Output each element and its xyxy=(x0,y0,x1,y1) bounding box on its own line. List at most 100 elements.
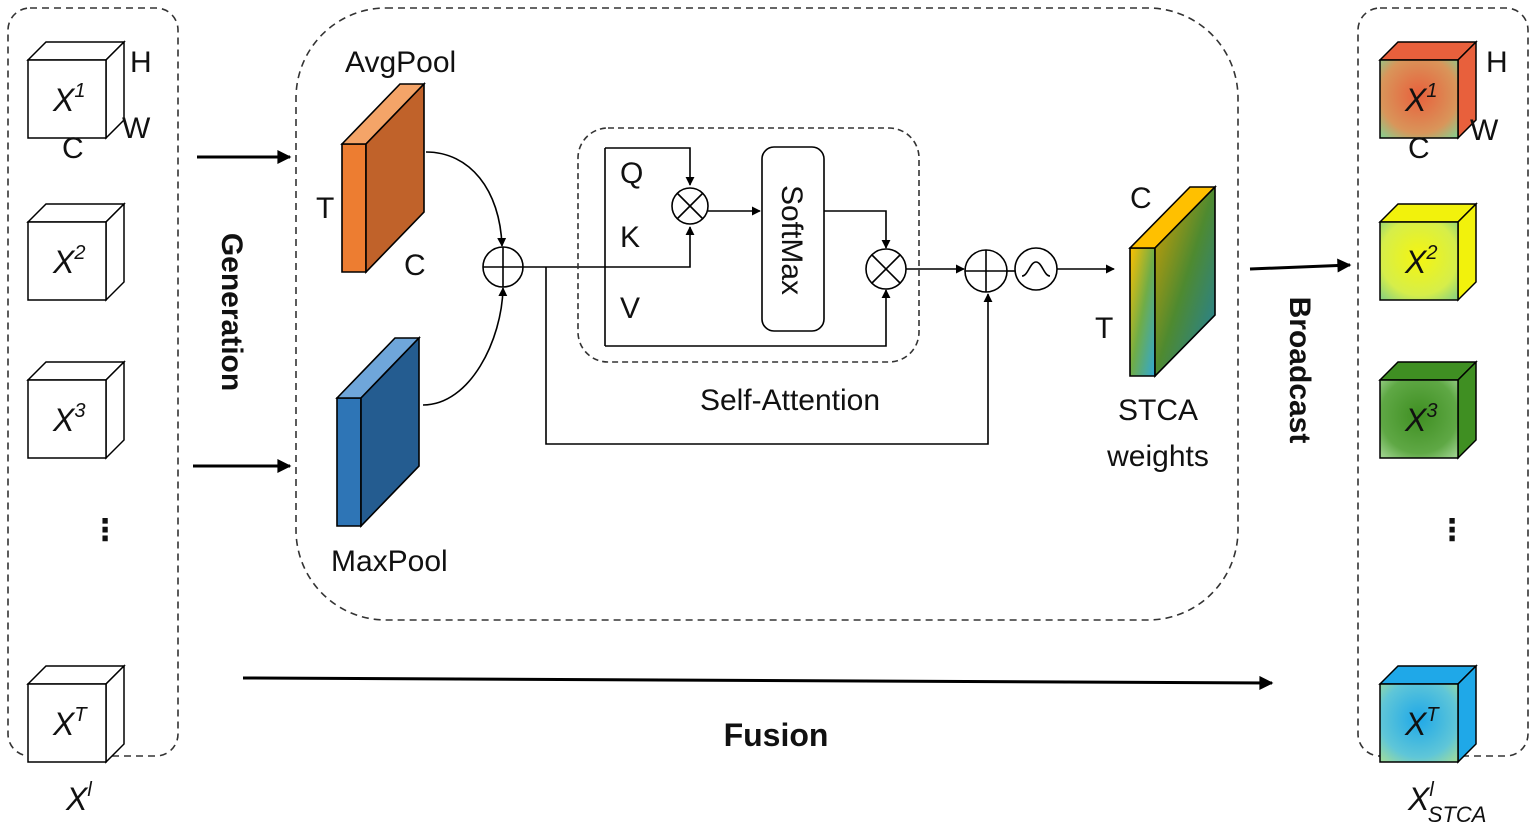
avgpool-c-label: C xyxy=(404,249,426,282)
output-ellipsis: ⋮ xyxy=(1437,514,1467,547)
input-cube-label-base: X xyxy=(52,244,76,280)
output-cube-label-base: X xyxy=(1404,402,1428,438)
output-cube-3: X3 xyxy=(1378,360,1478,460)
input-cube-front-face xyxy=(27,59,107,139)
weights-c-label: C xyxy=(1130,182,1152,215)
q-line xyxy=(605,147,695,186)
input-cube-label-sup: 1 xyxy=(74,80,85,102)
output-cube-front-face xyxy=(1379,379,1459,459)
softmax-to-multiply-line xyxy=(824,210,891,249)
maxpool-block xyxy=(335,336,421,528)
input-label-sup: l xyxy=(87,779,92,801)
output-dim-w: W xyxy=(1470,114,1499,147)
output-cube-side-face xyxy=(1457,202,1477,302)
avgpool-to-sum-curve xyxy=(425,151,507,247)
weights-front-face xyxy=(1129,247,1156,377)
output-cube-front-face xyxy=(1379,683,1459,763)
broadcast-arrow xyxy=(1249,258,1352,273)
input-cube-2: X2 xyxy=(26,202,126,302)
input-cube-front-face xyxy=(27,379,107,459)
input-dim-w: W xyxy=(122,112,151,145)
weights-label-line1: STCA xyxy=(1118,394,1198,427)
input-cube-label-base: X xyxy=(52,82,76,118)
stca-weights-block xyxy=(1128,185,1217,378)
output-cube-side-face xyxy=(1457,360,1477,460)
output-cube-label-sup: 1 xyxy=(1426,80,1437,102)
avgpool-label: AvgPool xyxy=(345,46,456,79)
sum-operator-2 xyxy=(964,249,1008,293)
output-cube-front-face xyxy=(1379,59,1459,139)
output-cube-label-sup: 3 xyxy=(1426,400,1437,422)
output-cube-4: XT xyxy=(1378,664,1478,764)
k-label: K xyxy=(620,221,640,254)
k-line xyxy=(605,226,695,268)
maxpool-side-face xyxy=(360,336,420,528)
avgpool-block xyxy=(340,82,426,274)
output-dim-h: H xyxy=(1486,46,1508,79)
q-label: Q xyxy=(620,157,643,190)
input-group-label: Xl xyxy=(65,779,92,817)
multiply-operator-2 xyxy=(865,248,907,290)
output-label-base: X xyxy=(1407,781,1431,817)
input-cube-label-sup: 2 xyxy=(73,242,85,264)
maxpool-label: MaxPool xyxy=(331,545,448,578)
sigmoid-operator xyxy=(1014,247,1058,291)
softmax-box xyxy=(761,146,825,332)
input-ellipsis: ⋮ xyxy=(90,514,120,547)
output-cube-label-sup: T xyxy=(1426,704,1440,726)
output-cube-label-base: X xyxy=(1404,82,1428,118)
output-cube-1: X1 xyxy=(1378,40,1478,140)
input-dim-h: H xyxy=(130,46,152,79)
output-cube-2: X2 xyxy=(1378,202,1478,302)
maxpool-front-face xyxy=(336,397,362,527)
input-cube-label-2: X2 xyxy=(52,242,85,280)
input-cube-label-sup: T xyxy=(74,704,88,726)
output-cube-label-base: X xyxy=(1404,706,1428,742)
v-label: V xyxy=(620,292,640,325)
avgpool-front-face xyxy=(341,143,367,273)
input-cube-label-4: XT xyxy=(52,704,88,742)
sum-operator-1 xyxy=(482,246,524,288)
input-dim-c: C xyxy=(62,132,84,165)
input-label-base: X xyxy=(65,781,89,817)
input-cube-front-face xyxy=(27,683,107,763)
avgpool-t-label: T xyxy=(316,192,334,225)
weights-t-label: T xyxy=(1095,312,1113,345)
residual-line xyxy=(545,267,993,445)
output-dim-c: C xyxy=(1408,132,1430,165)
input-cube-3: X3 xyxy=(26,360,126,460)
v-line xyxy=(605,289,891,347)
softmax-label: SoftMax xyxy=(775,185,808,295)
generation-label: Generation xyxy=(215,233,248,391)
stca-module-frame xyxy=(295,7,1239,621)
avgpool-side-face xyxy=(365,82,425,274)
self-attention-frame xyxy=(577,127,920,363)
output-label-sub: STCA xyxy=(1428,802,1487,827)
input-cube-4: XT xyxy=(26,664,126,764)
output-cube-label-4: XT xyxy=(1404,704,1440,742)
fusion-label: Fusion xyxy=(724,717,829,753)
input-cube-side-face xyxy=(105,202,125,302)
output-label-sup: l xyxy=(1429,779,1434,801)
input-cube-1: X1 xyxy=(26,40,126,140)
output-cube-label-3: X3 xyxy=(1404,400,1437,438)
fusion-arrow xyxy=(242,675,1274,690)
output-cube-side-face xyxy=(1457,664,1477,764)
input-cube-label-1: X1 xyxy=(52,80,85,118)
self-attention-label: Self-Attention xyxy=(700,384,880,417)
output-cube-label-base: X xyxy=(1404,244,1428,280)
input-cube-label-3: X3 xyxy=(52,400,85,438)
multiply-operator-1 xyxy=(671,187,709,225)
broadcast-label: Broadcast xyxy=(1283,297,1316,444)
input-cube-front-face xyxy=(27,221,107,301)
input-cube-label-base: X xyxy=(52,706,76,742)
input-cube-label-sup: 3 xyxy=(74,400,85,422)
input-cube-side-face xyxy=(105,360,125,460)
output-cube-front-face xyxy=(1379,221,1459,301)
output-cube-label-2: X2 xyxy=(1404,242,1437,280)
weights-side-face xyxy=(1154,185,1216,378)
